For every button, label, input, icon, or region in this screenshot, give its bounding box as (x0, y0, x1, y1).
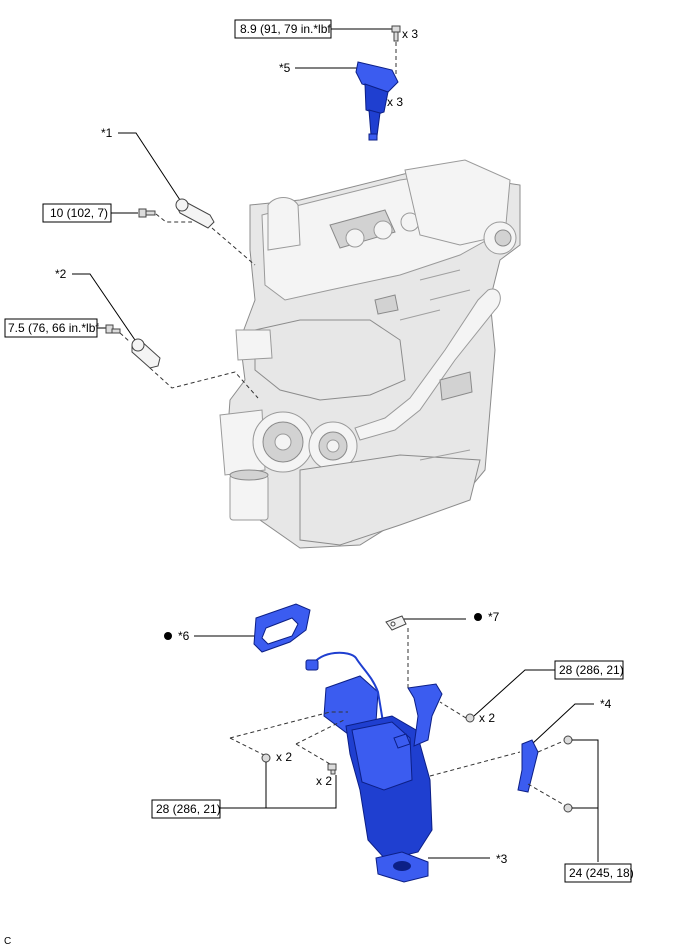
svg-text:*6: *6 (178, 629, 190, 643)
torque-callout-right-nut: 28 (286, 21) (473, 660, 624, 717)
ignition-coil (355, 61, 399, 141)
svg-text:28 (286, 21): 28 (286, 21) (559, 663, 624, 677)
bolt-icon (563, 803, 573, 813)
new-part-marker-7 (474, 613, 482, 621)
part-label-3: *3 (428, 852, 508, 866)
svg-text:*5: *5 (279, 61, 291, 75)
svg-text:*3: *3 (496, 852, 508, 866)
svg-text:*2: *2 (55, 267, 67, 281)
qty-left-nut: x 2 (276, 750, 292, 764)
bolt-icon (563, 735, 573, 745)
torque-callout-left: 28 (286, 21) (151, 762, 337, 819)
svg-text:8.9 (91, 79 in.*lbf: 8.9 (91, 79 in.*lbf (240, 22, 331, 36)
sensor-part-1 (175, 198, 215, 229)
qty-left-bolt: x 2 (316, 774, 332, 788)
svg-text:*1: *1 (101, 126, 113, 140)
svg-text:*4: *4 (600, 697, 612, 711)
svg-text:*7: *7 (488, 610, 500, 624)
qty-right-nut: x 2 (479, 711, 495, 725)
qty-coil: x 3 (387, 95, 403, 109)
svg-text:24 (245, 18): 24 (245, 18) (569, 866, 634, 880)
svg-text:28 (286, 21): 28 (286, 21) (156, 802, 221, 816)
nut-icon (261, 753, 271, 763)
engine-assembly (219, 159, 521, 549)
part-label-1: *1 (101, 126, 181, 201)
part-label-7: *7 (404, 610, 500, 624)
sensor-part-2 (131, 338, 161, 369)
torque-callout-part-1: 10 (102, 7) (42, 203, 138, 223)
nut-icon (465, 713, 475, 723)
part-label-6: *6 (178, 629, 256, 643)
qty-coil-bolt: x 3 (402, 27, 418, 41)
svg-text:7.5 (76, 66 in.*lbf: 7.5 (76, 66 in.*lbf (8, 321, 99, 335)
torque-callout-coil: 8.9 (91, 79 in.*lbf (234, 19, 392, 39)
catalytic-converter-part-3 (305, 651, 443, 883)
part-label-4: *4 (531, 697, 612, 745)
torque-callout-bracket: 24 (245, 18) (564, 739, 634, 883)
bolt-icon (327, 763, 337, 775)
new-part-marker-6 (164, 632, 172, 640)
svg-text:10 (102, 7): 10 (102, 7) (50, 206, 108, 220)
part-label-5: *5 (279, 61, 360, 75)
part-label-2: *2 (55, 267, 136, 341)
gasket-part-6 (253, 603, 311, 653)
bolt-icon (391, 25, 401, 42)
bolt-icon (138, 208, 156, 218)
bolt-icon (105, 324, 121, 334)
bracket-part-4 (517, 739, 539, 793)
small-bracket-part-7 (385, 615, 407, 631)
torque-callout-part-2: 7.5 (76, 66 in.*lbf (4, 318, 106, 338)
figure-code: C (4, 936, 11, 947)
